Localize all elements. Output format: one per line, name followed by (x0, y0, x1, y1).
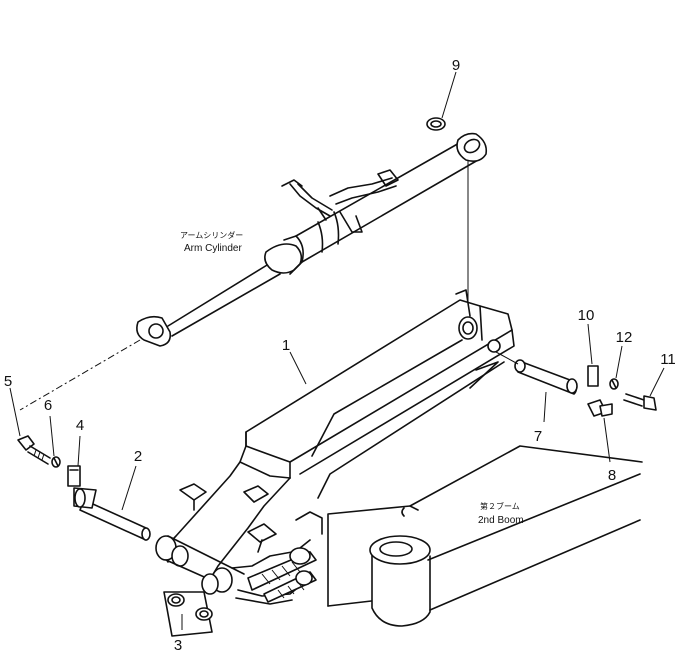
o-ring-9 (426, 117, 446, 131)
second-boom (327, 445, 643, 627)
callout-7: 7 (534, 428, 542, 445)
washer-3 (163, 591, 213, 637)
arm-cylinder-label-en: Arm Cylinder (184, 243, 242, 254)
callout-2: 2 (134, 448, 142, 465)
callout-12: 12 (616, 329, 633, 346)
arm-cylinder (136, 132, 488, 347)
callout-4: 4 (76, 417, 84, 434)
washer-12 (609, 378, 619, 390)
arm-cylinder-label-jp: アームシリンダー (180, 230, 243, 240)
callout-3: 3 (174, 637, 182, 654)
bolt-11 (623, 393, 657, 411)
callout-9: 9 (452, 57, 460, 74)
callout-6: 6 (44, 397, 52, 414)
callout-8: 8 (608, 467, 616, 484)
callout-10: 10 (578, 307, 595, 324)
arm (155, 289, 515, 605)
washer-6 (51, 456, 61, 468)
second-boom-label-en: 2nd Boom (478, 515, 524, 526)
callout-1: 1 (282, 337, 290, 354)
leader-lines (9, 71, 665, 630)
callout-11: 11 (660, 351, 676, 368)
second-boom-label-jp: 第２ブーム (480, 501, 520, 511)
callout-5: 5 (4, 373, 12, 390)
cylinder-center-line (19, 339, 141, 411)
fitting-8 (587, 399, 613, 417)
bolt-5 (17, 435, 51, 465)
pin-2 (73, 487, 151, 541)
plate-10 (587, 365, 599, 387)
plate-4 (67, 465, 81, 487)
pin-7 (495, 351, 578, 395)
